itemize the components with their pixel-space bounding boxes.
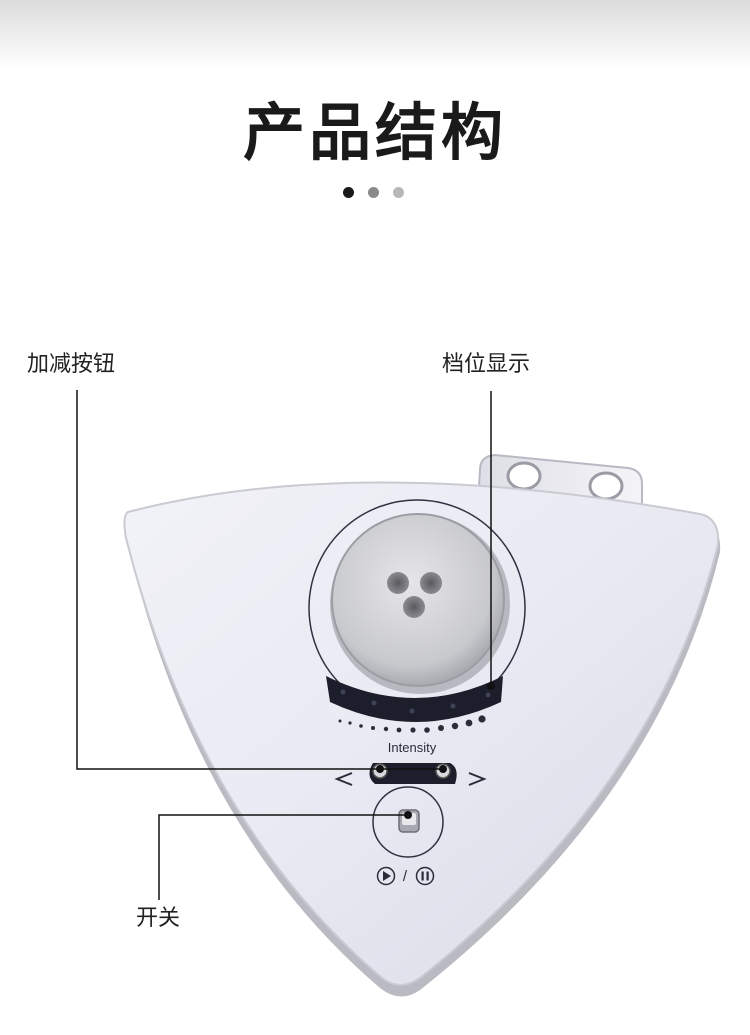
intensity-scale-dots: [338, 715, 486, 733]
electrode-hole: [420, 572, 442, 594]
pagination-dot[interactable]: [393, 187, 404, 198]
callout-markers: [376, 682, 495, 819]
top-gradient: [0, 0, 750, 70]
leader-plus-minus: [76, 390, 443, 770]
leader-power-switch: [158, 814, 408, 900]
play-pause-indicator: /: [376, 866, 435, 886]
pagination-dots: [343, 187, 404, 198]
electrode-hole: [403, 596, 425, 618]
callout-power-switch: 开关: [136, 906, 181, 931]
intensity-label: Intensity: [388, 740, 437, 755]
play-pause-separator: /: [403, 868, 408, 885]
callout-level-display: 档位显示: [442, 352, 531, 377]
page-title: 产品结构: [242, 96, 507, 169]
pagination-dot-active[interactable]: [343, 187, 354, 198]
arrow-right-icon: [468, 772, 487, 786]
device-body: [123, 481, 721, 997]
play-icon: [376, 866, 396, 886]
electrode-hole: [387, 572, 409, 594]
callout-plus-minus-buttons: 加减按钮: [27, 352, 116, 377]
arrow-left-icon: [334, 772, 353, 786]
pause-icon: [415, 866, 435, 886]
level-display-bar: [326, 676, 503, 722]
applicator-head: [308, 499, 526, 717]
pagination-dot[interactable]: [368, 187, 379, 198]
callout-leader-lines: [76, 390, 492, 900]
